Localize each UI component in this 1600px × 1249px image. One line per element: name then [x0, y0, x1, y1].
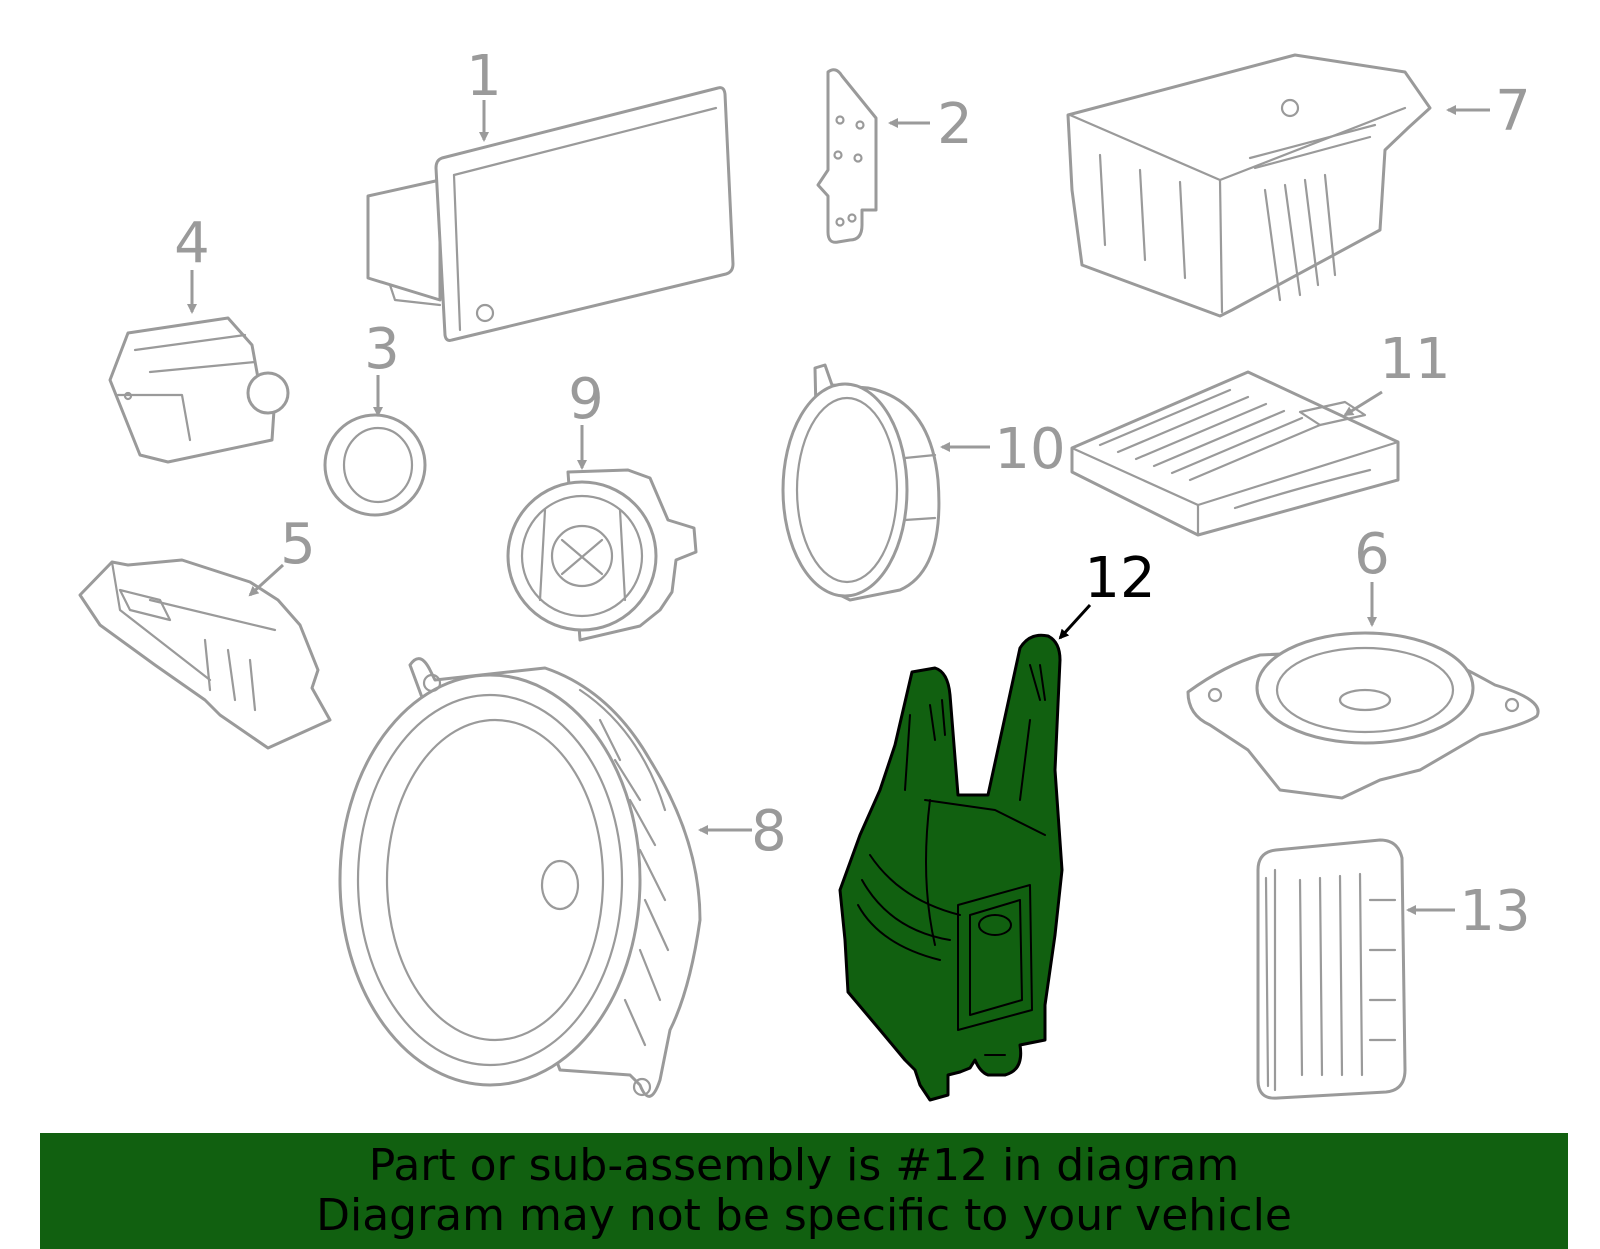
callout-1: 1: [466, 44, 502, 109]
part-4-sensor: [108, 316, 290, 464]
part-2-bracket: [816, 68, 878, 244]
part-13-panel: [1256, 838, 1407, 1100]
callout-10: 10: [994, 417, 1065, 482]
callout-4: 4: [174, 211, 210, 276]
callout-8: 8: [751, 799, 787, 864]
part-12-highlighted: [838, 633, 1064, 1102]
callout-11: 11: [1379, 327, 1450, 392]
callout-5: 5: [280, 512, 316, 577]
part-10-speaker-ring: [781, 363, 941, 602]
callout-3: 3: [364, 317, 400, 382]
banner-line-disclaimer: Diagram may not be specific to your vehi…: [316, 1190, 1292, 1241]
part-3-ring: [323, 413, 427, 517]
callout-2: 2: [937, 92, 973, 157]
callout-13: 13: [1459, 879, 1530, 944]
part-6-speaker: [1186, 631, 1540, 800]
part-8-large-speaker: [338, 657, 702, 1098]
callout-labels: 1 2 3 4 5 6 7 8 9 10 11 12 13: [174, 44, 1531, 944]
part-5-control-unit: [78, 558, 332, 750]
info-banner: Part or sub-assembly is #12 in diagram D…: [40, 1133, 1568, 1249]
callout-6: 6: [1354, 522, 1390, 587]
part-11-amplifier: [1070, 370, 1400, 537]
part-9-tweeter: [506, 468, 698, 642]
callout-12: 12: [1084, 546, 1155, 611]
callout-7: 7: [1495, 79, 1531, 144]
banner-line-part-number: Part or sub-assembly is #12 in diagram: [368, 1140, 1240, 1191]
leader-lines: [187, 100, 1490, 915]
part-7-module: [1066, 53, 1432, 318]
part-1-display: [366, 86, 735, 342]
callout-9: 9: [568, 367, 604, 432]
